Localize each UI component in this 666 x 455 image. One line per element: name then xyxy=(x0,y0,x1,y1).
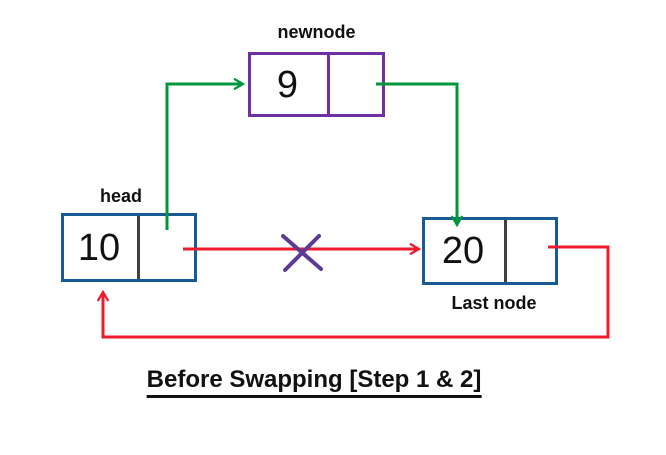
node-divider-head xyxy=(137,216,140,279)
node-divider-lastnode xyxy=(504,220,507,282)
diagram-title-text: Before Swapping [Step 1 & 2] xyxy=(146,366,482,398)
node-value-head: 10 xyxy=(77,226,121,269)
arrow-newnode-next-to-lastnode xyxy=(376,82,463,228)
node-label-newnode: newnode xyxy=(277,22,356,42)
node-value-lastnode: 20 xyxy=(441,230,485,272)
diagram-title: Before Swapping [Step 1 & 2] xyxy=(146,366,482,398)
node-label-lastnode: Last node xyxy=(451,293,537,313)
cross-out-x-icon xyxy=(281,234,323,272)
node-box-newnode xyxy=(248,52,385,117)
node-value-newnode: 9 xyxy=(276,63,299,106)
arrow-head-next-to-newnode xyxy=(165,78,246,230)
node-divider-newnode xyxy=(327,55,330,114)
cross-out-x-stroke-1 xyxy=(281,234,323,271)
cross-out-x-stroke-2 xyxy=(283,234,321,272)
node-label-head: head xyxy=(99,186,142,206)
